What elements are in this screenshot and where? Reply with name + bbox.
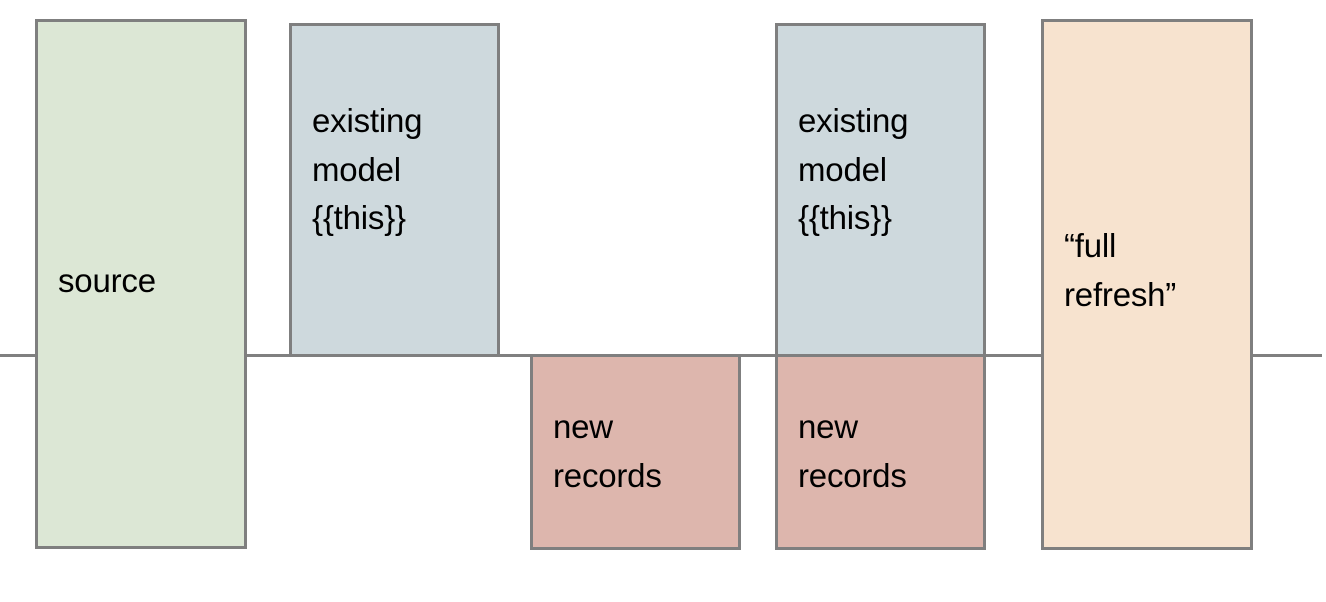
diagram-node-new-records-2[interactable]: new records — [775, 354, 986, 550]
diagram-node-new-records-2-label: new records — [798, 408, 907, 494]
diagram-node-existing-model-2[interactable]: existing model {{this}} — [775, 23, 986, 357]
diagram-node-source[interactable]: source — [35, 19, 247, 549]
diagram-node-existing-model-2-label: existing model {{this}} — [798, 101, 909, 237]
diagram-node-new-records-1-label: new records — [553, 408, 662, 494]
diagram-node-existing-model-1[interactable]: existing model {{this}} — [289, 23, 500, 357]
diagram-node-source-label: source — [58, 261, 156, 299]
diagram-node-new-records-1[interactable]: new records — [530, 354, 741, 550]
diagram-node-existing-model-1-label: existing model {{this}} — [312, 101, 423, 237]
diagram-node-full-refresh[interactable]: “full refresh” — [1041, 19, 1253, 550]
diagram-node-full-refresh-label: “full refresh” — [1064, 226, 1177, 313]
